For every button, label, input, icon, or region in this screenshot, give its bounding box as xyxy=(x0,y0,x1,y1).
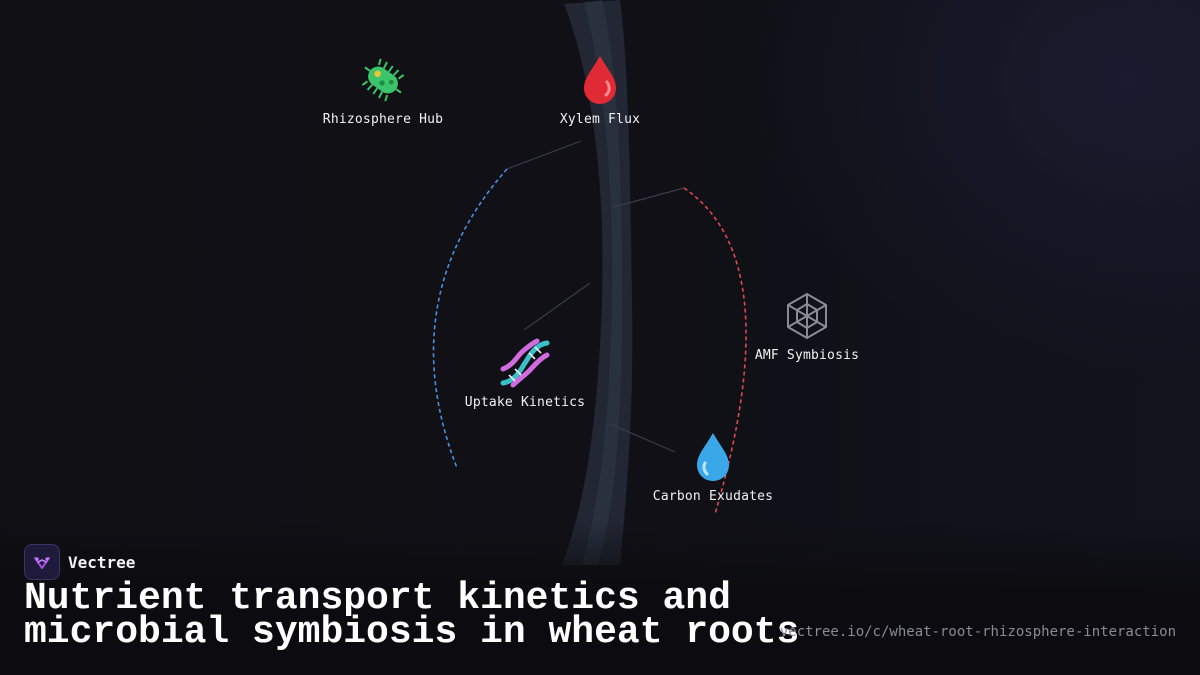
node-uptake-kinetics[interactable]: Uptake Kinetics xyxy=(435,335,615,410)
connector-line xyxy=(523,282,591,331)
left-arc xyxy=(432,168,508,469)
blood-drop-icon xyxy=(584,56,616,104)
water-drop-icon xyxy=(697,433,729,481)
brand[interactable]: Vectree xyxy=(24,544,135,580)
node-label: Rhizosphere Hub xyxy=(322,112,444,127)
spider-web-icon xyxy=(787,292,827,340)
bottom-fade xyxy=(0,520,1200,675)
dna-icon xyxy=(500,338,550,388)
page-title: Nutrient transport kinetics and microbia… xyxy=(24,577,824,654)
source-url[interactable]: vectree.io/c/wheat-root-rhizosphere-inte… xyxy=(779,624,1176,640)
node-label: AMF Symbiosis xyxy=(754,348,860,363)
node-amf-symbiosis[interactable]: AMF Symbiosis xyxy=(717,288,897,363)
connector-line xyxy=(609,423,676,453)
vectree-logo-icon xyxy=(24,544,60,580)
microbe-icon xyxy=(361,58,405,102)
node-label: Xylem Flux xyxy=(559,112,641,127)
brand-name: Vectree xyxy=(68,552,136,572)
root-strand-highlight xyxy=(582,0,622,565)
node-carbon-exudates[interactable]: Carbon Exudates xyxy=(623,429,803,504)
node-xylem-flux[interactable]: Xylem Flux xyxy=(510,52,690,127)
node-label: Uptake Kinetics xyxy=(464,395,586,410)
title-line-1: Nutrient transport kinetics and xyxy=(24,577,731,620)
title-line-2: microbial symbiosis in wheat roots xyxy=(24,611,800,654)
node-rhizosphere-hub[interactable]: Rhizosphere Hub xyxy=(293,52,473,127)
connector-line xyxy=(506,140,582,170)
connector-line xyxy=(613,187,685,208)
right-arc xyxy=(683,187,747,515)
node-label: Carbon Exudates xyxy=(652,489,774,504)
